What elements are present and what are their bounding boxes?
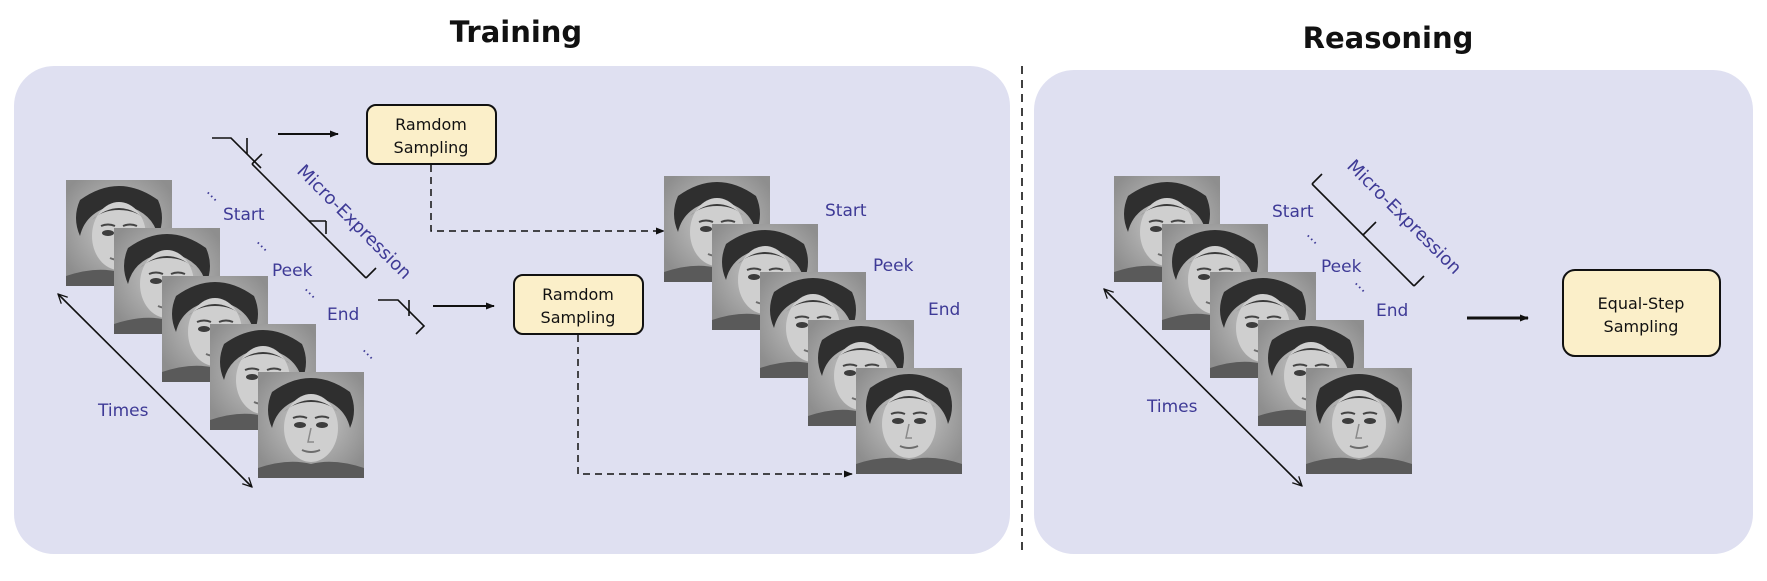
training-panel: Training Times Start Peek End ... ... ..… [14, 15, 1010, 554]
reasoning-title: Reasoning [1303, 21, 1474, 55]
reasoning-end-label: End [1376, 301, 1408, 321]
bottom-random-sampling-box: Ramdom Sampling [513, 274, 644, 335]
training-end-label: End [327, 305, 359, 325]
training-peek-label: Peek [272, 261, 313, 281]
svg-text:Sampling: Sampling [394, 138, 469, 157]
r-frame-5 [1305, 367, 1413, 475]
sampled-peek-label: Peek [873, 256, 914, 276]
svg-text:Ramdom: Ramdom [542, 285, 614, 304]
training-times-arrow [58, 294, 252, 487]
training-times-label: Times [97, 401, 149, 421]
svg-text:Sampling: Sampling [1604, 317, 1679, 336]
reasoning-times-arrow [1104, 289, 1302, 486]
dashed-arrow-top [430, 165, 665, 235]
training-title: Training [450, 15, 582, 49]
training-start-label: Start [223, 205, 265, 225]
reasoning-panel: Reasoning Times Start Peek End ... ... M… [1034, 21, 1753, 554]
reasoning-times-label: Times [1146, 397, 1198, 417]
svg-text:Sampling: Sampling [541, 308, 616, 327]
svg-text:Equal-Step: Equal-Step [1598, 294, 1685, 313]
lower-bracket [378, 299, 426, 335]
svg-text:Ramdom: Ramdom [395, 115, 467, 134]
frame-5 [257, 371, 365, 479]
sampled-start-label: Start [825, 201, 867, 221]
reasoning-start-label: Start [1272, 202, 1314, 222]
sampled-frame-5 [855, 367, 963, 475]
sampled-end-label: End [928, 300, 960, 320]
upper-bracket [212, 137, 262, 169]
reasoning-peek-label: Peek [1321, 257, 1362, 277]
dashed-arrow-bottom [577, 335, 853, 478]
top-random-sampling-box: Ramdom Sampling [366, 104, 497, 165]
equal-step-sampling-box: Equal-Step Sampling [1562, 269, 1721, 357]
